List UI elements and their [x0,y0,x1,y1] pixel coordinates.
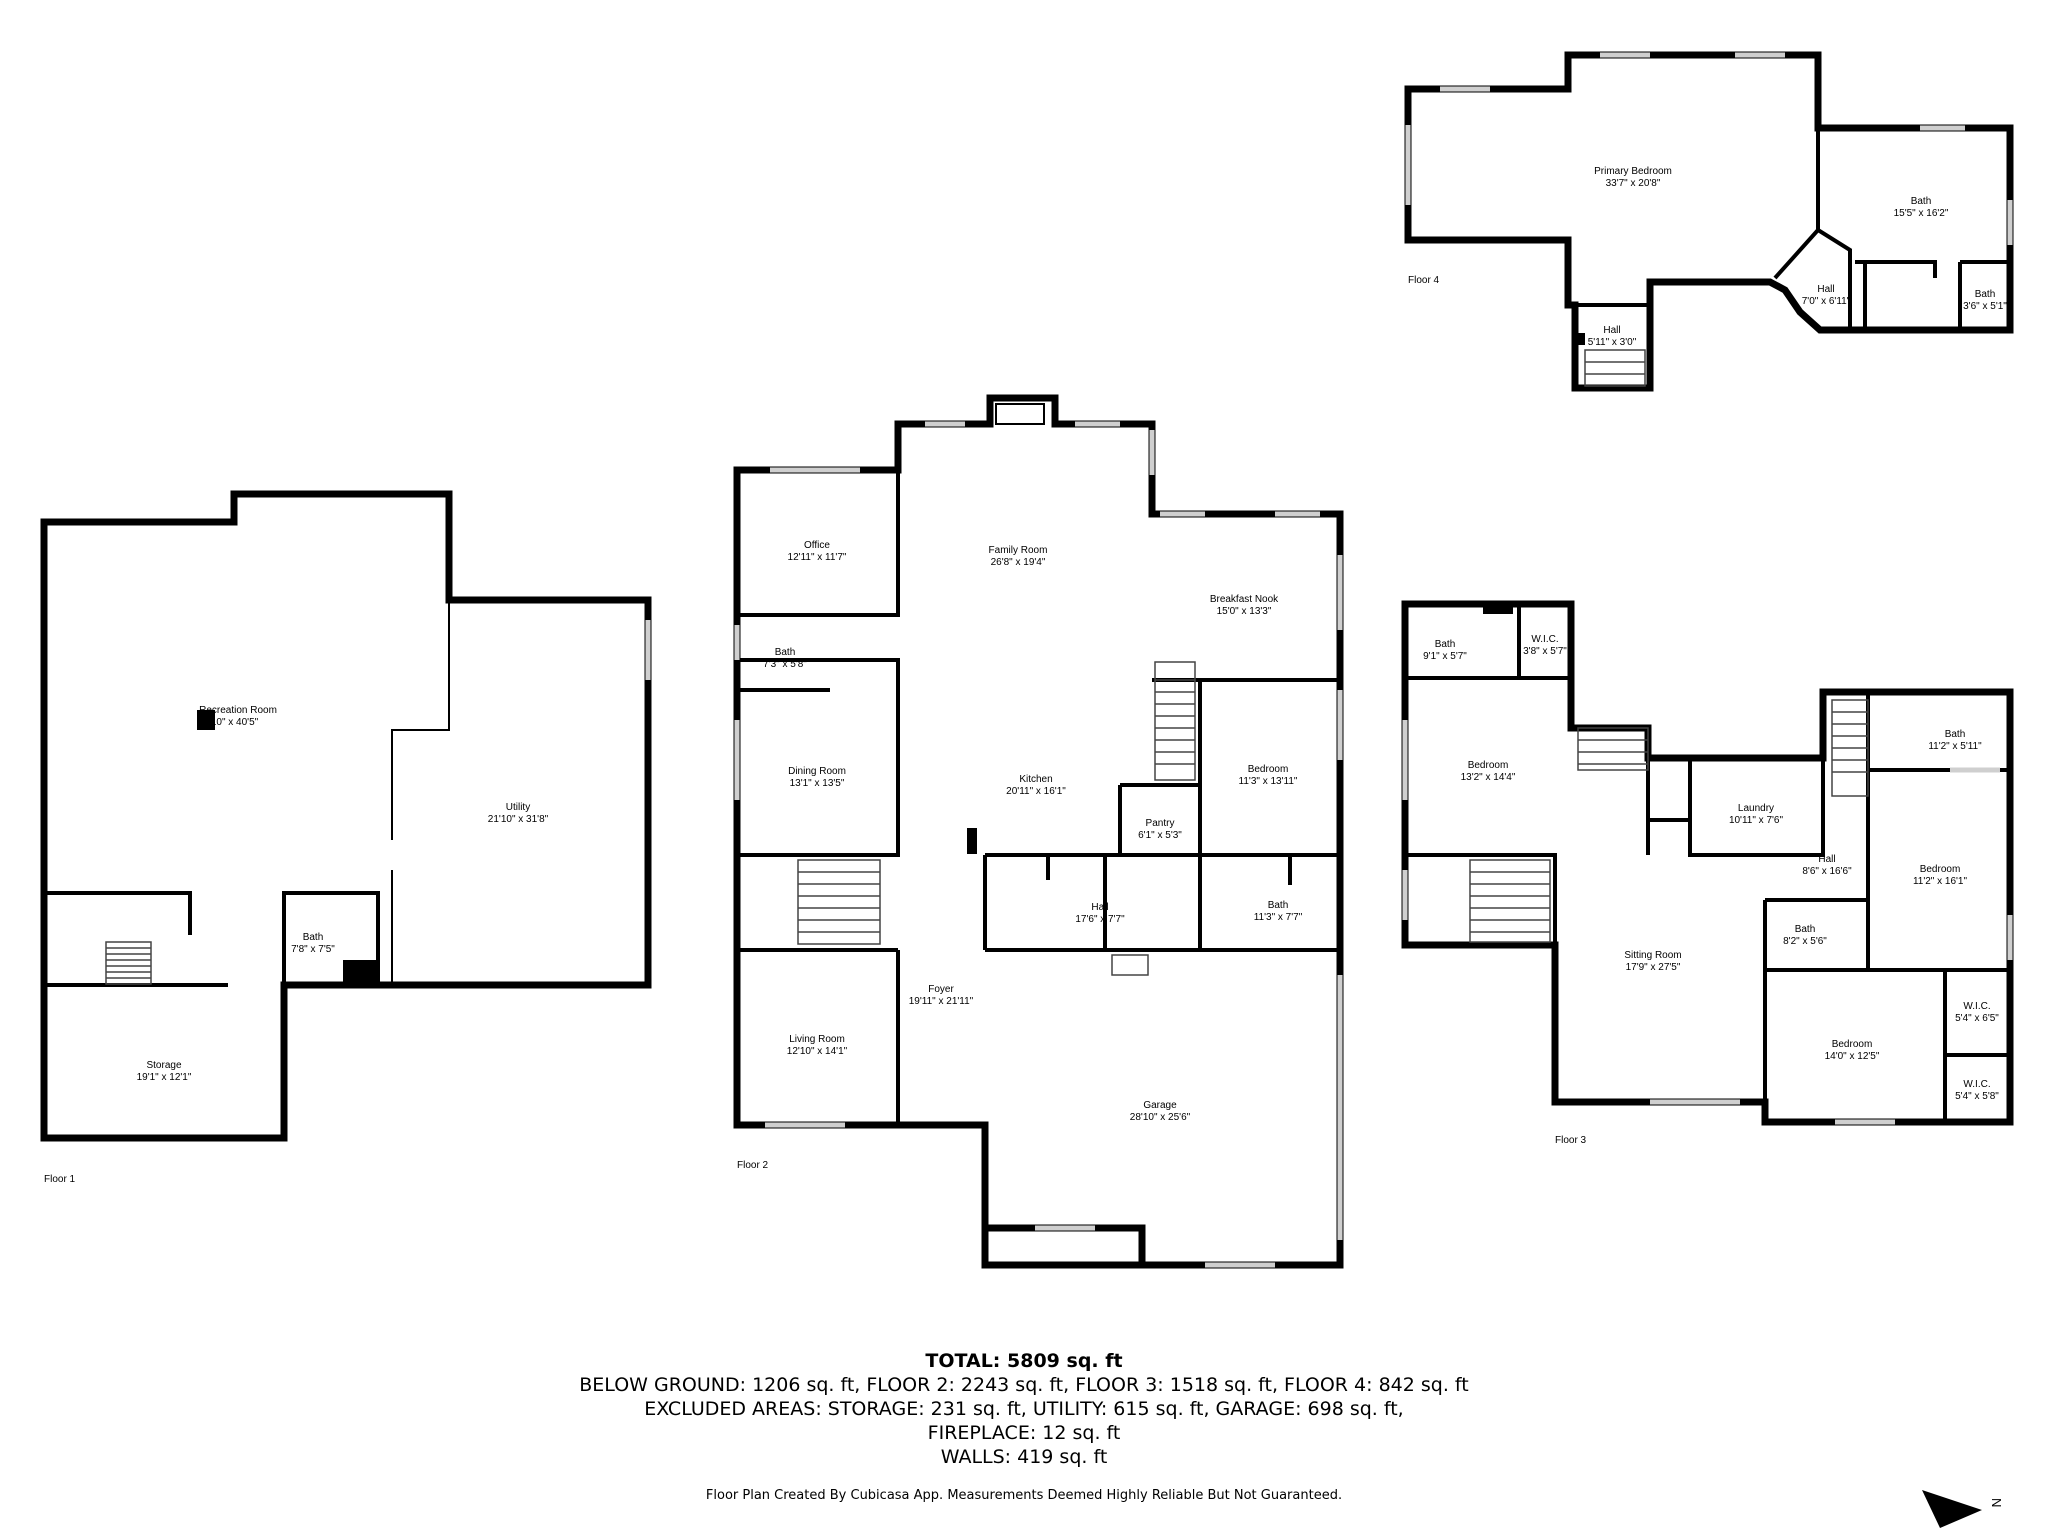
f3-room-10-name: Bedroom [1832,1039,1873,1050]
f2-room-6-dims: 11'3" x 13'11" [1239,776,1298,787]
f4-room-0-name: Primary Bedroom [1594,166,1672,177]
f3-room-8-dims: 17'9" x 27'5" [1626,962,1681,973]
f4-room-1-name: Bath [1911,196,1932,207]
f3-room-7-name: Bath [1795,924,1816,935]
walls-area: WALLS: 419 sq. ft [940,1446,1108,1468]
f1-room-0-name: Recreation Room [199,705,277,716]
f3-room-8-name: Sitting Room [1624,950,1681,961]
f4-room-4-name: Hall [1603,325,1620,336]
f2-room-8-dims: 17'6" x 7'7" [1075,914,1125,925]
f2-room-9-name: Bath [1268,900,1289,911]
f2-room-4-name: Dining Room [788,766,846,777]
f2-room-2-dims: 15'0" x 13'3" [1217,606,1272,617]
f2-room-10-dims: 19'11" x 21'11" [909,996,974,1007]
f2-room-4-dims: 13'1" x 13'5" [790,778,845,789]
f3-room-5-name: Hall [1818,854,1835,865]
f1-room-2-dims: 7'8" x 7'5" [291,944,335,955]
f2-room-5-dims: 20'11" x 16'1" [1006,786,1066,797]
area-breakdown: BELOW GROUND: 1206 sq. ft, FLOOR 2: 2243… [579,1374,1469,1396]
f3-room-4-dims: 10'11" x 7'6" [1729,815,1784,826]
f3-room-6-name: Bedroom [1920,864,1961,875]
f4-room-0-dims: 33'7" x 20'8" [1606,178,1661,189]
excluded-areas: EXCLUDED AREAS: STORAGE: 231 sq. ft, UTI… [644,1398,1404,1420]
f2-room-0-dims: 12'11" x 11'7" [788,552,847,563]
floor-2-label: Floor 2 [737,1160,769,1171]
f3-room-1-name: W.I.C. [1531,634,1558,645]
f3-room-11-dims: 5'4" x 5'8" [1955,1091,1999,1102]
f3-room-3-dims: 11'2" x 5'11" [1928,741,1982,752]
f4-room-2-name: Hall [1817,284,1834,295]
f2-room-3-dims: 7'3" x 5'8" [763,659,807,670]
f1-room-3-dims: 19'1" x 12'1" [137,1072,192,1083]
floor-3-plan [1401,600,2014,1126]
floor-3-label: Floor 3 [1555,1135,1587,1146]
f3-room-1-dims: 3'8" x 5'7" [1523,646,1567,657]
f4-room-3-name: Bath [1975,289,1996,300]
f2-room-6-name: Bedroom [1248,764,1289,775]
f3-room-4-name: Laundry [1738,803,1774,814]
f2-room-12-dims: 28'10" x 25'6" [1130,1112,1191,1123]
f3-room-7-dims: 8'2" x 5'6" [1783,936,1827,947]
north-arrow-icon: N [1922,1490,2004,1528]
f2-room-3-name: Bath [775,647,796,658]
f3-room-9-name: W.I.C. [1963,1001,1990,1012]
f2-room-11-dims: 12'10" x 14'1" [787,1046,848,1057]
f1-room-0-dims: 32'10" x 40'5" [198,717,259,728]
f2-room-7-dims: 6'1" x 5'3" [1138,830,1182,841]
floor-2-plan [733,394,1344,1269]
f3-room-0-dims: 9'1" x 5'7" [1423,651,1467,662]
f4-room-2-dims: 7'0" x 6'11" [1802,296,1851,307]
f3-room-3-name: Bath [1945,729,1966,740]
f2-room-5-name: Kitchen [1019,774,1052,785]
credit-note: Floor Plan Created By Cubicasa App. Meas… [705,1488,1343,1503]
f2-room-7-name: Pantry [1146,818,1175,829]
f2-room-11-name: Living Room [789,1034,845,1045]
f3-room-2-name: Bedroom [1468,760,1509,771]
f4-room-4-dims: 5'11" x 3'0" [1588,337,1637,348]
total-area: TOTAL: 5809 sq. ft [925,1350,1123,1372]
fireplace-area: FIREPLACE: 12 sq. ft [927,1422,1121,1444]
f4-room-3-dims: 3'6" x 5'1" [1963,301,2007,312]
f2-room-8-name: Hall [1091,902,1108,913]
f2-room-12-name: Garage [1143,1100,1177,1111]
f2-room-0-name: Office [804,540,830,551]
north-label: N [1989,1498,2004,1507]
f1-room-1-name: Utility [506,802,530,813]
f2-room-2-name: Breakfast Nook [1210,594,1279,605]
f3-room-6-dims: 11'2" x 16'1" [1913,876,1968,887]
f2-room-9-dims: 11'3" x 7'7" [1254,912,1303,923]
f3-room-10-dims: 14'0" x 12'5" [1825,1051,1880,1062]
f3-room-9-dims: 5'4" x 6'5" [1955,1013,1999,1024]
f3-room-5-dims: 8'6" x 16'6" [1802,866,1852,877]
floor-1-plan [40,490,652,1142]
f3-room-2-dims: 13'2" x 14'4" [1461,772,1516,783]
f3-room-11-name: W.I.C. [1963,1079,1990,1090]
floor-4-label: Floor 4 [1408,275,1440,286]
f2-room-1-dims: 26'8" x 19'4" [991,557,1046,568]
f4-room-1-dims: 15'5" x 16'2" [1894,208,1949,219]
f1-room-1-dims: 21'10" x 31'8" [488,814,549,825]
floor-1-label: Floor 1 [44,1174,76,1185]
f1-room-2-name: Bath [303,932,324,943]
f1-room-3-name: Storage [146,1060,181,1071]
f3-room-0-name: Bath [1435,639,1456,650]
floor-4-plan [1404,51,2014,392]
f2-room-1-name: Family Room [989,545,1048,556]
f2-room-10-name: Foyer [928,984,954,995]
